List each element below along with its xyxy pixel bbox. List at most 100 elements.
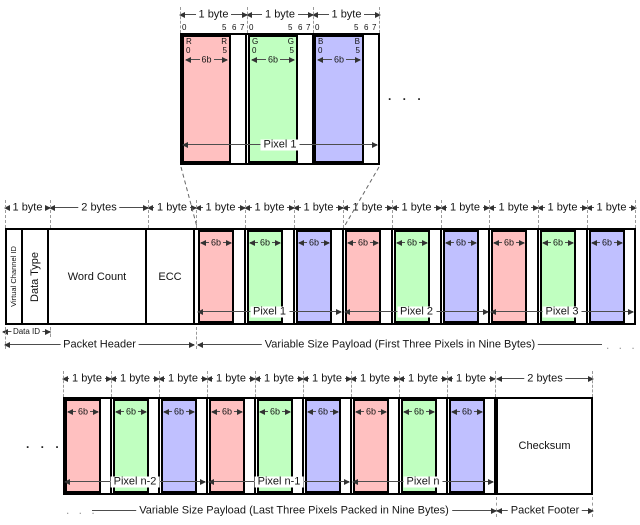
six-bit-dim: 6b (163, 407, 195, 416)
six-bit-dim: 6b (542, 238, 574, 247)
payload-dim-last: Variable Size Payload (Last Three Pixels… (92, 505, 497, 516)
payload-blue-block: 6b (305, 399, 341, 493)
packet-footer-dim: Packet Footer (496, 505, 594, 516)
data-type-cell: Data Type (28, 251, 41, 302)
tick-dash (111, 371, 112, 397)
six-bit-dim: 6b (307, 407, 339, 416)
pixel-n-dim: Pixel n (352, 476, 494, 487)
tick-dash (441, 200, 442, 228)
payload-byte-dim: 1 byte (398, 373, 448, 384)
byte-separator (398, 399, 400, 493)
bit-label: 5 (288, 23, 293, 32)
data-id-dim: Data ID (2, 327, 51, 336)
payload-byte-dim: 1 byte (62, 373, 112, 384)
byte-separator (488, 230, 490, 323)
byte-separator (350, 399, 352, 493)
six-bit-dim: 6b (249, 238, 281, 247)
six-bit-dim: 6b (403, 407, 435, 416)
tick-dash (303, 371, 304, 397)
bit-label: 0 (182, 23, 187, 32)
tick-dash (148, 200, 149, 228)
byte-dim-label: 1 byte (195, 9, 232, 20)
cell-separator (47, 230, 49, 323)
bit-label: 0 (315, 23, 320, 32)
bit-label: 7 (372, 23, 377, 32)
bit-label: 5 (222, 23, 227, 32)
tick-dash (245, 200, 246, 228)
byte-separator (206, 399, 208, 493)
bit-label: 6 (232, 23, 237, 32)
byte-separator (446, 399, 448, 493)
tick-dash (196, 200, 197, 228)
payload-byte-dim: 1 byte (446, 373, 496, 384)
tick-dash (5, 327, 6, 349)
payload-byte-dim: 1 byte (293, 202, 344, 213)
payload-byte-dim: 1 byte (110, 373, 160, 384)
byte-separator (391, 230, 393, 323)
ecc-cell: ECC (158, 270, 182, 283)
payload-byte-dim: 1 byte (244, 202, 295, 213)
payload-byte-dim: 1 byte (440, 202, 490, 213)
payload-blue-block: 6b (161, 399, 197, 493)
byte-separator (537, 230, 539, 323)
six-bit-dim: 6b (396, 238, 428, 247)
payload-byte-dim: 1 byte (342, 202, 393, 213)
six-bit-dim: 6b (451, 407, 483, 416)
byte-separator (110, 399, 112, 493)
pixel3-dim: Pixel 3 (490, 306, 634, 317)
payload-byte-dim: 1 byte (488, 202, 539, 213)
six-bit-dim: 6b (67, 407, 99, 416)
pixel1-dim: Pixel 1 (197, 306, 342, 317)
byte-separator (245, 35, 247, 163)
tick-dash (343, 200, 344, 228)
six-bit-dim: 6b (211, 407, 243, 416)
six-bit-dim: 6b (200, 238, 232, 247)
byte-separator (254, 399, 256, 493)
tick-dash (50, 200, 51, 228)
payload-blue-block: 6b (449, 399, 485, 493)
tick-dash (538, 200, 539, 228)
ellipsis-continuation: . . . (606, 338, 638, 352)
payload-red-block: 6b (353, 399, 389, 493)
pixel2-dim: Pixel 2 (344, 306, 489, 317)
six-bit-dim: 6b (251, 55, 295, 64)
tick-dash (5, 200, 6, 228)
six-bit-dim: 6b (493, 238, 525, 247)
bit-label: 0 (249, 23, 254, 32)
tick-dash (196, 327, 197, 349)
six-bit-dim: 6b (259, 407, 291, 416)
packet-header-dim: Packet Header (4, 339, 195, 350)
cell-separator (193, 230, 195, 323)
tick-dash (447, 371, 448, 397)
tick-dash (379, 7, 380, 33)
payload-byte-dim: 1 byte (537, 202, 588, 213)
payload-blue-block: 6b (443, 230, 479, 323)
tick-dash (399, 371, 400, 397)
byte-dim-label: 1 byte (328, 9, 365, 20)
tick-dash (495, 371, 496, 397)
ellipsis-continuation: . . . (388, 89, 425, 103)
six-bit-dim: 6b (347, 238, 379, 247)
payload-byte-dim: 1 byte (254, 373, 304, 384)
payload-red-block: 6b (198, 230, 234, 323)
byte-dim-label: 1 byte (262, 9, 298, 20)
six-bit-dim: 6b (317, 55, 361, 64)
six-bit-dim: 6b (355, 407, 387, 416)
payload-byte-dim: 1 byte (391, 202, 442, 213)
detail-byte-dim-1: 1 byte (179, 9, 248, 20)
detail-byte-dim-2: 1 byte (246, 9, 314, 20)
byte-separator (342, 230, 344, 323)
tick-dash (351, 371, 352, 397)
pixel-n1-dim: Pixel n-1 (208, 476, 350, 487)
tick-dash (587, 200, 588, 228)
hdr-dim-ecc: 1 byte (147, 202, 197, 213)
cell-separator (145, 230, 147, 323)
tick-dash (159, 371, 160, 397)
detail-byte-dim-3: 1 byte (312, 9, 381, 20)
